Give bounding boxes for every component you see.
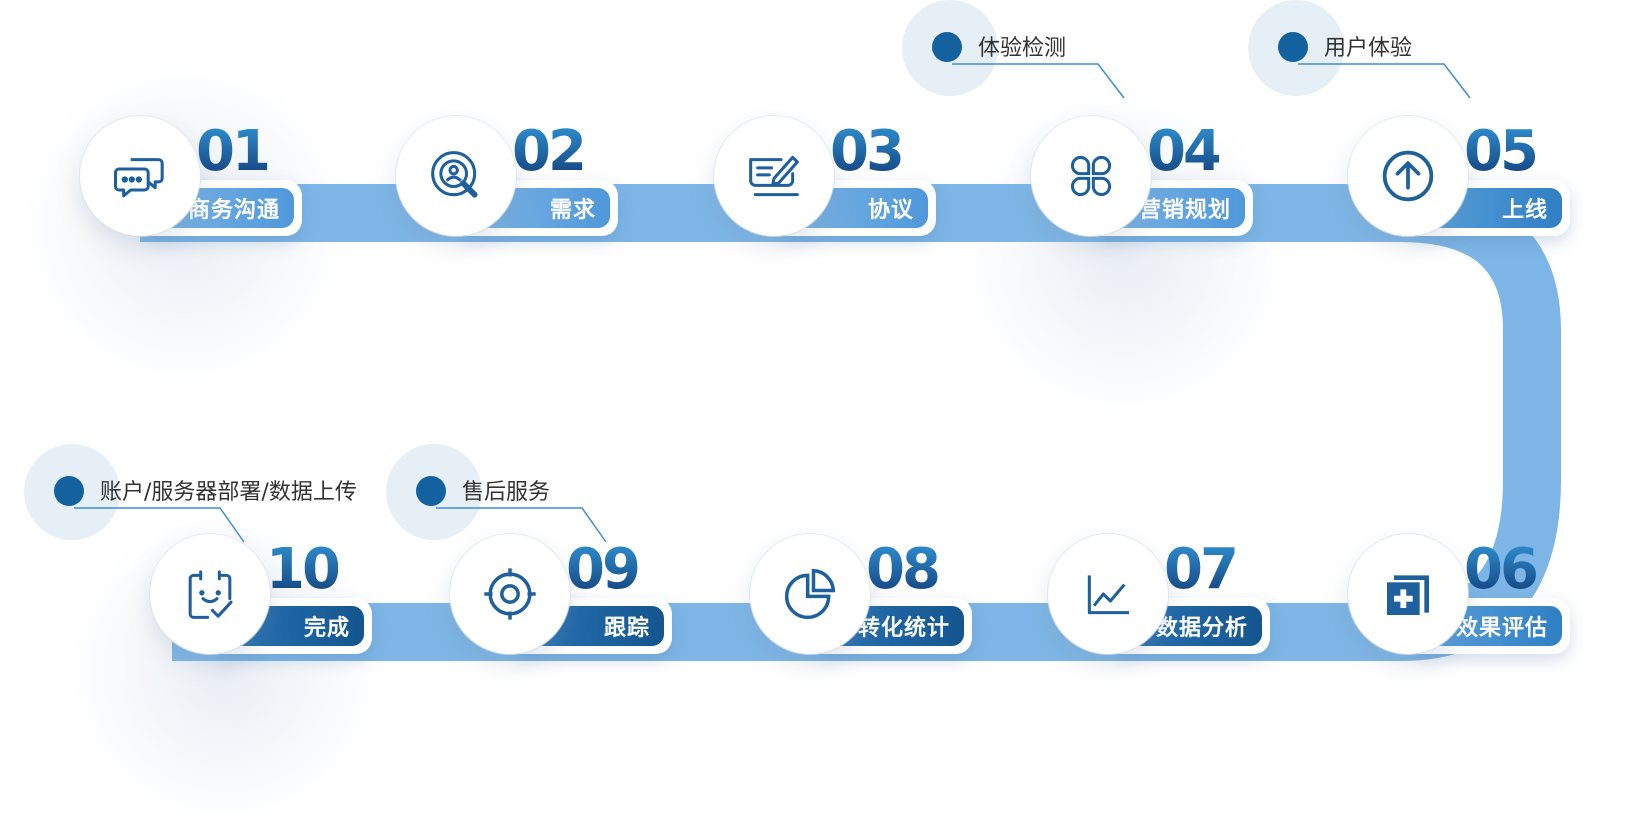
- step-icon-circle: [1348, 116, 1468, 236]
- step-04: 04 营销规划: [1031, 116, 1331, 246]
- step-icon-circle: [1031, 116, 1151, 236]
- step-08: 08 转化统计: [750, 534, 1050, 664]
- step-02: 02 需求: [396, 116, 696, 246]
- step-07: 07 数据分析: [1048, 534, 1348, 664]
- plus-square-icon: [1387, 575, 1429, 615]
- step-number: 10: [266, 537, 341, 602]
- step-icon-circle: [396, 116, 516, 236]
- callout-dot: [416, 476, 446, 506]
- leader-line: [1298, 63, 1471, 99]
- callout-experience-test: 体验检测: [902, 0, 1142, 100]
- callout-user-experience: 用户体验: [1248, 0, 1488, 100]
- line-chart-icon: [1087, 575, 1129, 615]
- chat-bubbles-icon: [113, 158, 164, 198]
- step-10: 10 完成: [150, 534, 450, 664]
- step-number: 02: [512, 119, 587, 184]
- callout-label: 售后服务: [462, 480, 551, 505]
- step-06: 06 效果评估: [1348, 534, 1636, 664]
- search-person-icon: [431, 151, 478, 198]
- step-number: 07: [1164, 537, 1239, 602]
- step-number: 06: [1464, 537, 1539, 602]
- step-number: 01: [196, 119, 271, 184]
- callout-after-sales: 售后服务: [386, 444, 626, 544]
- leader-line: [74, 507, 245, 543]
- step-number: 04: [1147, 119, 1222, 184]
- clipboard-check-icon: [188, 570, 233, 619]
- arrow-up-circle-icon: [1382, 150, 1434, 202]
- leader-line: [952, 63, 1125, 99]
- target-icon: [484, 568, 536, 620]
- step-icon-circle: [450, 534, 570, 654]
- callout-dot: [54, 476, 84, 506]
- step-number: 03: [830, 119, 905, 184]
- step-09: 09 跟踪: [450, 534, 750, 664]
- step-label-badge: 协议: [784, 180, 936, 236]
- signature-icon: [749, 155, 799, 197]
- callout-dot: [932, 32, 962, 62]
- callout-deployment: 账户/服务器部署/数据上传: [24, 444, 364, 544]
- step-03: 03 协议: [714, 116, 1014, 246]
- clover-grid-icon: [1070, 155, 1112, 197]
- step-icon-circle: [1348, 534, 1468, 654]
- step-number: 09: [566, 537, 641, 602]
- callout-label: 用户体验: [1324, 36, 1413, 61]
- step-number: 08: [866, 537, 941, 602]
- step-number: 05: [1464, 119, 1539, 184]
- step-05: 05 上线: [1348, 116, 1636, 246]
- step-icon-circle: [1048, 534, 1168, 654]
- step-icon-circle: [80, 116, 200, 236]
- leader-line: [436, 507, 607, 543]
- callout-dot: [1278, 32, 1308, 62]
- step-icon-circle: [714, 116, 834, 236]
- callout-label: 体验检测: [978, 36, 1067, 61]
- step-icon-circle: [750, 534, 870, 654]
- step-01: 01 商务沟通: [80, 116, 380, 246]
- callout-label: 账户/服务器部署/数据上传: [100, 480, 357, 505]
- pie-chart-icon: [784, 568, 836, 620]
- step-icon-circle: [150, 534, 270, 654]
